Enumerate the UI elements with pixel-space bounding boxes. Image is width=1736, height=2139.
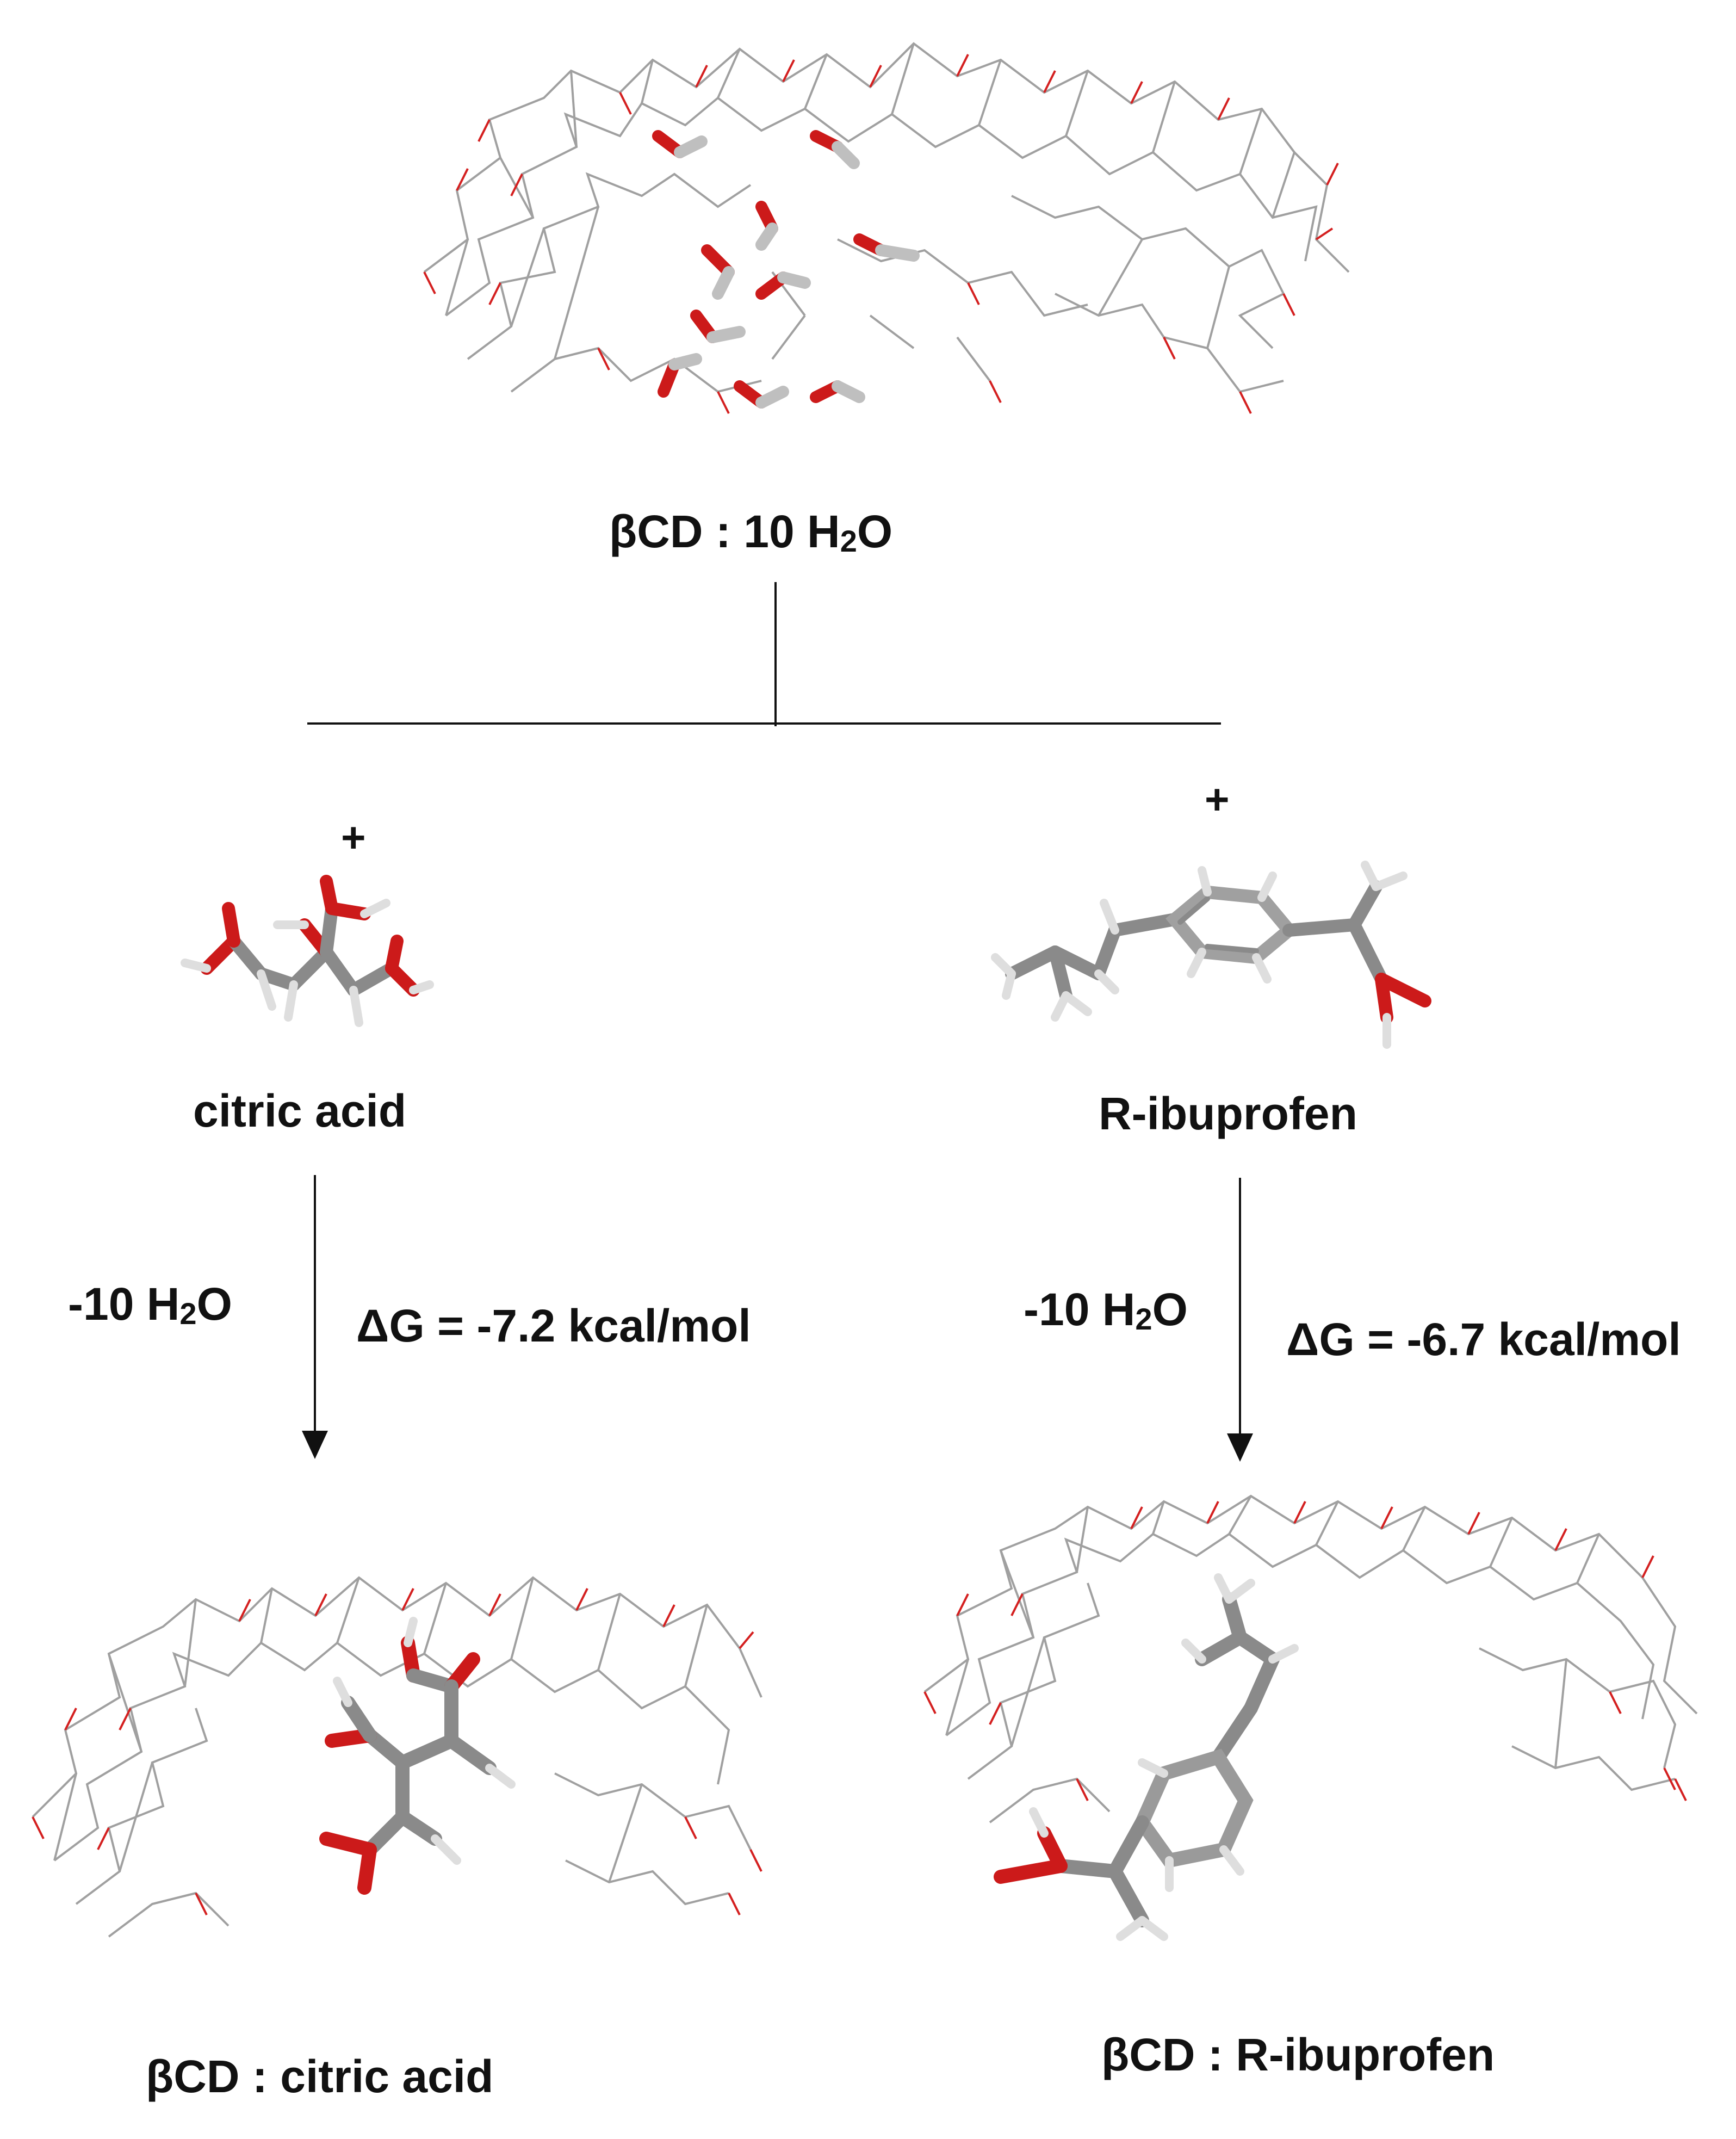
left-delta-g-label: ΔG = -7.2 kcal/mol bbox=[356, 1300, 751, 1351]
cyclodextrin-wireframe bbox=[423, 42, 1350, 393]
water-molecules bbox=[652, 130, 920, 409]
left-water-loss-label: -10 H2O bbox=[68, 1278, 232, 1331]
right-arrow-shaft bbox=[1239, 1178, 1241, 1439]
citric-acid-model bbox=[163, 860, 446, 1061]
water-9 bbox=[734, 380, 789, 409]
right-arrow-head bbox=[1227, 1433, 1253, 1462]
water-4 bbox=[853, 233, 920, 262]
water-5 bbox=[701, 244, 735, 300]
bcd-citric-acid-label: βCD : citric acid bbox=[146, 2051, 494, 2102]
water-8 bbox=[658, 353, 702, 398]
water-10 bbox=[810, 380, 865, 403]
right-water-loss-label: -10 H2O bbox=[1024, 1284, 1188, 1336]
r-ibuprofen-label: R-ibuprofen bbox=[1099, 1088, 1357, 1139]
water-3 bbox=[755, 201, 778, 251]
top-complex-label: βCD : 10 H2O bbox=[609, 506, 893, 558]
bcd-citric-acid-complex-model bbox=[22, 1534, 772, 1958]
water-2 bbox=[810, 130, 860, 169]
left-arrow-head bbox=[302, 1431, 328, 1459]
water-1 bbox=[652, 130, 708, 158]
bcd-r-ibuprofen-label: βCD : R-ibuprofen bbox=[1101, 2029, 1495, 2080]
r-ibuprofen-model bbox=[974, 816, 1452, 1066]
left-arrow-shaft bbox=[314, 1175, 316, 1436]
water-6 bbox=[755, 271, 811, 300]
right-plus-sign: + bbox=[1205, 775, 1230, 823]
water-7 bbox=[690, 310, 746, 343]
left-plus-sign: + bbox=[341, 813, 366, 861]
citric-acid-label: citric acid bbox=[193, 1085, 407, 1136]
bcd-r-ibuprofen-complex-model bbox=[914, 1485, 1708, 1975]
bcd-water-complex-model bbox=[392, 11, 1381, 441]
right-delta-g-label: ΔG = -6.7 kcal/mol bbox=[1286, 1314, 1681, 1365]
connector-vertical bbox=[774, 582, 777, 726]
cyclodextrin-oxygens bbox=[423, 54, 1339, 414]
connector-horizontal bbox=[307, 722, 1221, 725]
